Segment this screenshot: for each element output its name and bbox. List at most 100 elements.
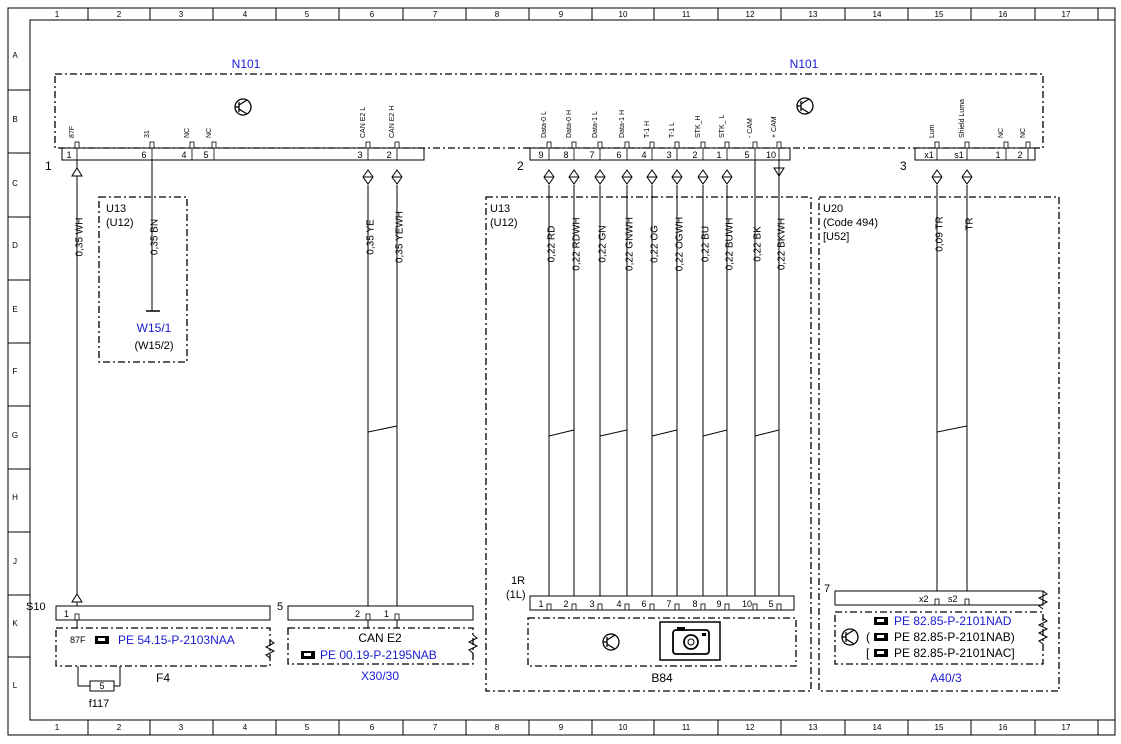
u20-line3: [U52] xyxy=(823,231,849,243)
reference-hand-icon xyxy=(874,633,888,641)
column-label: 7 xyxy=(433,723,438,732)
pin-number: 6 xyxy=(616,150,621,160)
n101-module-outline xyxy=(54,73,1044,149)
transistor-icon xyxy=(602,633,620,651)
w15-link[interactable]: W15/1 xyxy=(137,321,172,335)
a40-pin-s2: s2 xyxy=(948,594,958,604)
u13-mid-line2: (U12) xyxy=(490,217,518,229)
u13-left-line2: (U12) xyxy=(106,217,134,229)
x30-ref-link[interactable]: PE 00.19-P-2195NAB xyxy=(320,648,437,662)
reference-hand-icon xyxy=(95,636,109,644)
pin-name: CAN E2 L xyxy=(360,107,367,138)
wire-label: 0,35 WH xyxy=(75,218,86,257)
column-label: 14 xyxy=(873,10,882,19)
pin-name: NC xyxy=(206,128,213,138)
pin-number: 5 xyxy=(744,150,749,160)
a40-component-link[interactable]: A40/3 xyxy=(930,671,962,685)
column-label: 10 xyxy=(619,723,628,732)
wire-label: 0,22 BUWH xyxy=(725,218,736,271)
column-label: 1 xyxy=(55,723,60,732)
pin-number: x1 xyxy=(924,150,934,160)
pin-name: Shield Luma xyxy=(959,99,966,138)
camera-icon xyxy=(659,621,721,661)
pin-number: 2 xyxy=(386,150,391,160)
column-label: 3 xyxy=(179,10,184,19)
pin-number: 7 xyxy=(589,150,594,160)
column-label: 15 xyxy=(935,723,944,732)
a40-ref1-link[interactable]: PE 82.85-P-2101NAD xyxy=(894,614,1012,628)
column-label: 11 xyxy=(682,723,691,732)
column-label: 16 xyxy=(999,723,1008,732)
u13-left-box xyxy=(98,196,188,363)
reference-hand-icon xyxy=(874,617,888,625)
n101-label-left[interactable]: N101 xyxy=(232,57,261,71)
fuse-num: 5 xyxy=(99,681,104,691)
reference-hand-icon xyxy=(874,649,888,657)
w15-alt: (W15/2) xyxy=(134,340,173,352)
column-label: 14 xyxy=(873,723,882,732)
pin-name: NC xyxy=(998,128,1005,138)
pin-name: + CAM xyxy=(771,116,778,138)
x30-box xyxy=(287,627,474,665)
column-label: 15 xyxy=(935,10,944,19)
row-label: E xyxy=(12,305,17,314)
pin-name: CAN E2 H xyxy=(389,106,396,138)
pin-name: Data-1 L xyxy=(592,111,599,138)
column-label: 13 xyxy=(809,723,818,732)
b84-pin-number: 2 xyxy=(563,599,568,609)
pin-number: 8 xyxy=(563,150,568,160)
row-label: B xyxy=(12,115,17,124)
column-label: 1 xyxy=(55,10,60,19)
row-label: L xyxy=(13,681,18,690)
pin-number: 1 xyxy=(716,150,721,160)
wire-label: 0,22 GNWH xyxy=(625,217,636,271)
b84-pin-number: 7 xyxy=(666,599,671,609)
row-label: D xyxy=(12,241,18,250)
column-label: 10 xyxy=(619,10,628,19)
fuse-f117 xyxy=(89,680,115,692)
pin-number: s1 xyxy=(954,150,964,160)
a40-ref2: PE 82.85-P-2101NAB) xyxy=(894,630,1015,644)
b84-pin-number: 5 xyxy=(768,599,773,609)
b84-pin-number: 1 xyxy=(538,599,543,609)
column-label: 3 xyxy=(179,723,184,732)
x30-connector xyxy=(287,605,474,621)
pin-number: 2 xyxy=(1017,150,1022,160)
a40-conn-id: 7 xyxy=(824,583,830,595)
pin-number: 5 xyxy=(203,150,208,160)
conn2-id: 2 xyxy=(517,159,524,173)
x30-conn-id: 5 xyxy=(277,601,283,613)
pin-name: T-1 H xyxy=(644,121,651,138)
column-label: 12 xyxy=(746,10,755,19)
pin-name: 31 xyxy=(144,130,151,138)
wire-label: 0,22 BU xyxy=(701,226,712,262)
row-label: J xyxy=(13,557,17,566)
column-label: 5 xyxy=(305,723,310,732)
conn1-id: 1 xyxy=(45,159,52,173)
pin-name: Data-0 L xyxy=(541,111,548,138)
pin-number: 4 xyxy=(181,150,186,160)
wire-label: 0,22 OGWH xyxy=(675,217,686,271)
pin-number: 6 xyxy=(141,150,146,160)
wire-label: 0,35 BN xyxy=(150,219,161,255)
pin-number: 10 xyxy=(766,150,776,160)
column-label: 9 xyxy=(559,723,564,732)
n101-label-right[interactable]: N101 xyxy=(790,57,819,71)
wire-label: 0,35 YEWH xyxy=(395,211,406,263)
pin-number: 9 xyxy=(538,150,543,160)
wire-label: 0,22 RDWH xyxy=(572,217,583,270)
s10-ref-link[interactable]: PE 54.15-P-2103NAA xyxy=(118,633,235,647)
pin-name: 87F xyxy=(69,126,76,138)
pin-name: Data-1 H xyxy=(619,110,626,138)
b84-pin-number: 3 xyxy=(589,599,594,609)
b84-pin-number: 10 xyxy=(742,599,752,609)
column-label: 6 xyxy=(370,10,375,19)
s10-label: S10 xyxy=(26,601,46,613)
pin-name: T-1 L xyxy=(669,122,676,138)
row-label: G xyxy=(12,431,18,440)
x30-pin-1: 1 xyxy=(384,609,389,619)
fuse-label: f117 xyxy=(89,698,110,710)
wire-label: 0,22 OG xyxy=(650,225,661,263)
x30-component-link[interactable]: X30/30 xyxy=(361,669,399,683)
